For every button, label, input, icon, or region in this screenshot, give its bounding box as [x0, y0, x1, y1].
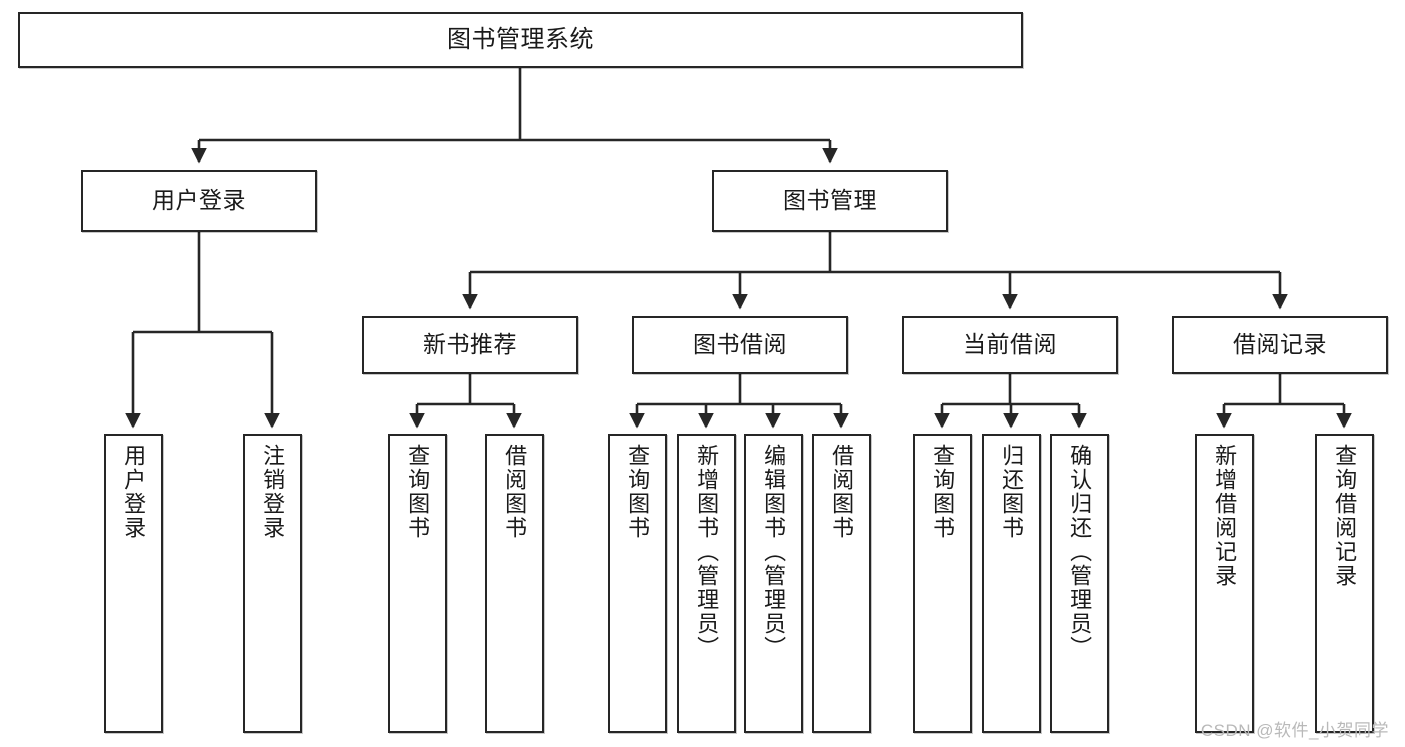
leaf-query-book-1-label: 查询图书 — [405, 444, 431, 540]
leaf-query-borrow-record[interactable]: 查询借阅记录 — [1315, 434, 1374, 733]
leaf-add-borrow-record[interactable]: 新增借阅记录 — [1195, 434, 1254, 733]
leaf-edit-book-label: 编辑图书（管理员） — [761, 444, 787, 660]
node-book-manage[interactable]: 图书管理 — [712, 170, 948, 232]
node-root[interactable]: 图书管理系统 — [18, 12, 1023, 68]
leaf-edit-book[interactable]: 编辑图书（管理员） — [744, 434, 803, 733]
leaf-query-book-2[interactable]: 查询图书 — [608, 434, 667, 733]
leaf-query-book-3[interactable]: 查询图书 — [913, 434, 972, 733]
leaf-borrow-book-1-label: 借阅图书 — [502, 444, 528, 540]
leaf-borrow-book-1[interactable]: 借阅图书 — [485, 434, 544, 733]
node-current-borrow-label: 当前借阅 — [963, 331, 1057, 358]
node-borrow-record-label: 借阅记录 — [1233, 331, 1327, 358]
node-borrow-record[interactable]: 借阅记录 — [1172, 316, 1388, 374]
leaf-query-book-1[interactable]: 查询图书 — [388, 434, 447, 733]
leaf-logout-label: 注销登录 — [260, 444, 286, 540]
leaf-query-book-3-label: 查询图书 — [930, 444, 956, 540]
leaf-add-borrow-record-label: 新增借阅记录 — [1212, 444, 1238, 588]
csdn-watermark: CSDN @软件_小贺同学 — [1200, 721, 1389, 740]
node-new-book-recommend[interactable]: 新书推荐 — [362, 316, 578, 374]
leaf-add-book-label: 新增图书（管理员） — [694, 444, 720, 660]
node-book-borrow[interactable]: 图书借阅 — [632, 316, 848, 374]
leaf-logout[interactable]: 注销登录 — [243, 434, 302, 733]
leaf-borrow-book-2-label: 借阅图书 — [829, 444, 855, 540]
leaf-user-login-label: 用户登录 — [121, 444, 147, 540]
node-user-login-label: 用户登录 — [152, 187, 246, 214]
node-book-manage-label: 图书管理 — [783, 187, 877, 214]
leaf-query-book-2-label: 查询图书 — [625, 444, 651, 540]
leaf-user-login[interactable]: 用户登录 — [104, 434, 163, 733]
leaf-return-book[interactable]: 归还图书 — [982, 434, 1041, 733]
node-user-login[interactable]: 用户登录 — [81, 170, 317, 232]
leaf-return-book-label: 归还图书 — [999, 444, 1025, 540]
leaf-add-book[interactable]: 新增图书（管理员） — [677, 434, 736, 733]
node-current-borrow[interactable]: 当前借阅 — [902, 316, 1118, 374]
leaf-query-borrow-record-label: 查询借阅记录 — [1332, 444, 1358, 588]
node-book-borrow-label: 图书借阅 — [693, 331, 787, 358]
leaf-confirm-return-label: 确认归还（管理员） — [1067, 444, 1093, 660]
leaf-borrow-book-2[interactable]: 借阅图书 — [812, 434, 871, 733]
leaf-confirm-return[interactable]: 确认归还（管理员） — [1050, 434, 1109, 733]
node-root-label: 图书管理系统 — [447, 25, 594, 53]
node-new-book-recommend-label: 新书推荐 — [423, 331, 517, 358]
